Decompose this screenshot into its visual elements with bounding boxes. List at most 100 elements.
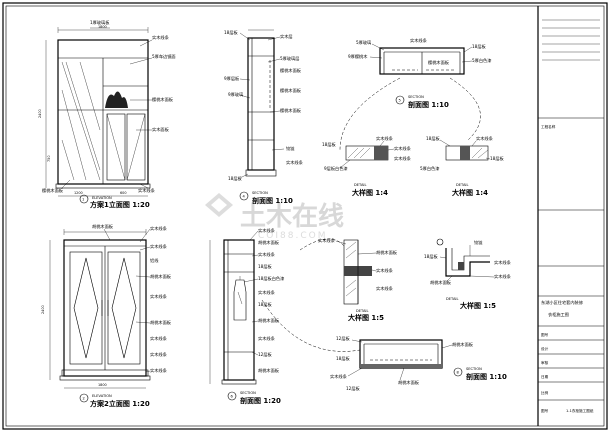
d1-label-0: 实木线条	[376, 135, 394, 142]
v5-label-10: 胡桃木面板	[258, 367, 280, 374]
d4-title: 大样图 1:5	[460, 301, 496, 310]
d2-label-2: 5厚白色漆	[420, 165, 439, 172]
v5-label-6: 18层板	[258, 301, 273, 308]
v5-label-9: 12层板	[258, 351, 273, 358]
d2-subtitle: DETAIL	[456, 183, 468, 187]
v1-label-3: 樱桃木面板	[152, 96, 174, 103]
d3-label-1: 胡桃木面板	[376, 249, 398, 256]
v6-label-3: 实木线条	[330, 373, 348, 380]
d3-label-2: 实木线条	[376, 267, 394, 274]
v6-label-2: 18层板	[336, 355, 351, 362]
v4-label-1: 实木线条	[150, 225, 168, 232]
tb-row-2: 审核	[541, 360, 549, 365]
v2-num: 4	[243, 195, 246, 199]
v2-label-3: 樱桃木面板	[280, 67, 302, 74]
d1-label-4: 9层板白色漆	[324, 165, 348, 172]
v2-label-5: 樱桃木面板	[280, 87, 302, 94]
view-detail-3: 实木线条 胡桃木面板 实木线条 实木线条 DETAIL 大样图 1:5	[299, 237, 398, 322]
v4-title: 方案2立面图 1:20	[90, 399, 150, 408]
d4-label-0: 铰链	[474, 239, 483, 246]
view-scheme1-elevation: 1800 2400 1200 600 750 1厚玻璃板 实木线条 5厚车边镜面…	[38, 19, 176, 209]
watermark-text: 土木在线	[240, 202, 344, 232]
v4-label-7: 实木线条	[150, 335, 168, 342]
v1-label-0: 1厚玻璃板	[90, 19, 110, 26]
v3-label-1: 实木线条	[410, 37, 428, 44]
v4-label-8: 实木线条	[150, 351, 168, 358]
d1-label-1: 实木线条	[394, 145, 412, 152]
tb-row-1: 设计	[541, 346, 549, 351]
v4-dim-width: 1800	[98, 383, 107, 387]
view-detail-1: 实木线条 实木线条 实木线条 18层板 9层板白色漆 DETAIL 大样图 1:…	[322, 135, 412, 197]
v3-label-2: 18层板	[472, 43, 487, 50]
v3-label-3: 9厚樱桃木	[348, 53, 368, 60]
v6-subtitle: SECTION	[466, 367, 482, 371]
v2-label-8: 铰链	[286, 145, 295, 152]
d2-label-0: 18层板	[426, 135, 441, 142]
v6-label-1: 胡桃木面板	[452, 341, 474, 348]
tb-company: 工程名称	[541, 124, 556, 129]
v4-label-9: 实木线条	[150, 367, 168, 374]
v1-label-1: 实木线条	[152, 34, 170, 41]
dim-width: 1800	[98, 25, 107, 29]
v1-label-2: 5厚车边镜面	[152, 53, 176, 60]
v1-title: 方案1立面图 1:20	[90, 200, 150, 209]
v2-subtitle: SECTION	[252, 191, 268, 195]
d1-subtitle: DETAIL	[354, 183, 366, 187]
v5-subtitle: SECTION	[240, 391, 256, 395]
v5-label-8: 实木线条	[258, 335, 276, 342]
v2-label-7: 樱桃木面板	[280, 107, 302, 114]
view-section-a: 18层板 实木层 5厚玻璃层 樱桃木面板 9厚层板 樱桃木面板 9厚玻璃 樱桃木…	[224, 29, 304, 205]
v5-label-2: 实木线条	[258, 251, 276, 258]
d4-label-3: 胡桃木面板	[430, 279, 452, 286]
v6-label-5: 胡桃木面板	[398, 379, 420, 386]
v4-num: 2	[83, 397, 85, 401]
v5-label-1: 胡桃木面板	[258, 239, 280, 246]
v3-label-5: 樱桃木面板	[428, 59, 450, 66]
d1-label-3: 18层板	[322, 141, 337, 148]
d3-title: 大样图 1:5	[348, 313, 384, 322]
tb-project: 东湖小区住宅套内装修	[541, 299, 584, 306]
d3-subtitle: DETAIL	[356, 309, 368, 313]
v5-label-7: 胡桃木面板	[258, 317, 280, 324]
tb-sheet-name: 衣柜施工图	[548, 311, 569, 318]
view-section-d: 12层板 胡桃木面板 18层板 实木线条 12层板 胡桃木面板 8 SECTIO…	[261, 299, 507, 392]
v4-dim-height: 2400	[41, 305, 45, 314]
v1-subtitle: ELEVATION	[92, 196, 112, 200]
view-detail-4: 铰链 18层板 实木线条 胡桃木面板 实木线条 DETAIL 大样图 1:5	[424, 238, 512, 310]
v1-label-5: 樱桃木面板	[42, 187, 64, 194]
view-scheme2-elevation: 2400 1800 胡桃木面板 实木线条 实木线条 铝线 胡桃木面板 实木线条 …	[41, 223, 172, 408]
v5-label-3: 18层板	[258, 263, 273, 270]
tb-row-4: 比例	[541, 390, 549, 395]
d3-label-0: 实木线条	[318, 237, 336, 244]
v3-label-0: 5厚玻璃	[356, 39, 371, 46]
dim-left: 1200	[74, 191, 83, 195]
dim-height: 2400	[38, 109, 42, 118]
watermark: 土木在线 COI88.COM	[205, 193, 344, 241]
view-section-c: 实木线条 胡桃木面板 实木线条 18层板 18层板白色漆 实木线条 18层板 胡…	[209, 227, 284, 405]
d4-label-4: 实木线条	[494, 273, 512, 280]
v2-label-1: 实木层	[280, 33, 293, 40]
v2-label-9: 实木线条	[286, 159, 304, 166]
v2-title: 剖面图 1:10	[252, 196, 293, 205]
tb-drawing-no-label: 图号	[541, 408, 549, 413]
v6-title: 剖面图 1:10	[466, 372, 507, 381]
title-block: 工程名称 东湖小区住宅套内装修 衣柜施工图 图号 设计 审核 日期 比例 图号 …	[537, 6, 604, 426]
d1-label-2: 实木线条	[394, 155, 412, 162]
dim-right: 600	[120, 191, 126, 195]
d4-label-1: 18层板	[424, 253, 439, 260]
v4-subtitle: ELEVATION	[92, 394, 112, 398]
d2-label-1: 实木线条	[476, 135, 494, 142]
tb-row-3: 日期	[541, 374, 549, 379]
tb-drawing-no-value: 1-1衣柜施工图纸	[566, 408, 594, 413]
d1-title: 大样图 1:4	[352, 188, 388, 197]
v5-label-0: 实木线条	[258, 227, 276, 234]
v4-label-2: 实木线条	[150, 243, 168, 250]
v4-label-0: 胡桃木面板	[92, 223, 114, 230]
v6-label-4: 12层板	[346, 385, 361, 392]
v5-num: 6	[231, 395, 234, 399]
v1-label-6: 实木线条	[138, 187, 156, 194]
v3-subtitle: SECTION	[408, 95, 424, 99]
v1-num: 1	[82, 198, 84, 202]
